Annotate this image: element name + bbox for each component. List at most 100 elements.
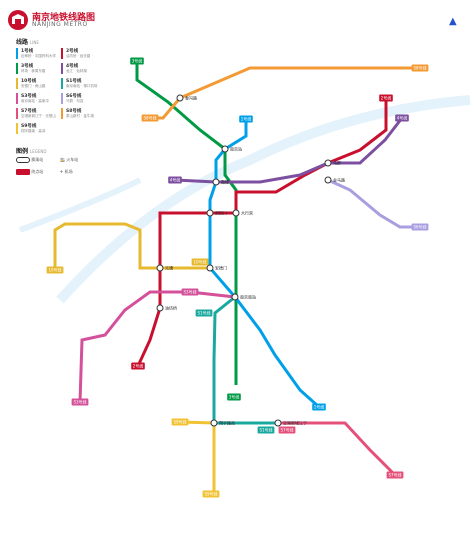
legend-airport: ✈ 机场 [60,169,73,174]
line-color-swatch [16,108,18,119]
line-tag-badge [168,176,182,184]
line-legend-item[interactable]: S7号线空港新城江宁 · 无想山 [16,108,60,119]
line-tag[interactable]: S7号线 [278,426,296,434]
line-tag[interactable]: 1号线 [312,403,326,411]
line-s9-route [179,420,216,494]
transfer-station[interactable]: 翔宇路南 [210,419,235,427]
line-tag-badge [131,362,145,370]
line-legend-desc: 泰山新村 · 金牛湖 [66,114,94,118]
legend-transfer: 换乘站 [16,157,43,163]
line-tag-badge [181,288,199,296]
line-tag[interactable]: 4号线 [395,114,409,122]
line-tag-badge [130,57,144,65]
line-legend-desc: 龙江 · 仙林湖 [66,69,87,73]
transfer-station[interactable]: 油坊桥 [156,304,177,312]
line-legend-name: S6号线 [66,94,82,99]
transfer-station-icon [156,304,164,312]
transfer-station[interactable]: 新街口 [206,209,227,217]
line-tag[interactable]: S1号线 [257,426,275,434]
transfer-station[interactable]: 空港新城江宁 [274,419,307,427]
line-tag[interactable]: 10号线 [191,258,209,266]
transfer-station-icon [176,94,184,102]
line-tag-label: S7号线 [280,427,293,433]
nanjing-metro-logo-icon [8,10,28,30]
line-tag[interactable]: 2号线 [379,94,393,102]
station-label: 南京南站 [240,294,256,300]
line-tag-badge [141,114,159,122]
station-label: 大行宫 [241,210,253,216]
line-tag-badge [171,418,189,426]
transfer-station[interactable]: 南京南站 [231,293,256,301]
line-tag[interactable]: S3号线 [71,398,89,406]
line-tag-label: 4号线 [170,177,181,183]
airport-icon: ✈ [60,169,64,174]
line-tag[interactable]: 1号线 [239,115,253,123]
line-tag[interactable]: S9号线 [202,490,220,498]
line-tag[interactable]: S7号线 [386,471,404,479]
line-tag[interactable]: S8号线 [411,64,429,72]
transfer-station-icon [206,209,214,217]
line-tag[interactable]: S8号线 [141,114,159,122]
line-s1-route [212,295,278,425]
line-tag[interactable]: 3号线 [227,393,241,401]
transfer-station[interactable]: 泰冯路 [176,94,197,102]
transfer-station-icon [212,178,220,186]
line-legend-item[interactable]: S3号线南京南站 · 高家冲 [16,93,60,104]
line-legend-item[interactable]: S6号线马群 · 句容 [61,93,105,104]
line-legend-item[interactable]: 4号线龙江 · 仙林湖 [61,63,105,74]
line-legend-item[interactable]: 3号线林场 · 秣周东路 [16,63,60,74]
line-tag-label: 10号线 [193,259,206,265]
line-tag-label: S1号线 [197,310,210,316]
transfer-station[interactable]: 安德门 [206,264,227,272]
line-legend-desc: 马群 · 句容 [66,99,84,103]
transfer-station-icon [156,264,164,272]
line-tag[interactable]: S3号线 [181,288,199,296]
terminal-station-icon [16,169,30,175]
line-tag-label: S8号线 [143,115,156,121]
line-legend-desc: 迈皋桥 · 中国药科大学 [21,54,56,58]
transfer-station-icon [206,264,214,272]
line-legend-item[interactable]: 1号线迈皋桥 · 中国药科大学 [16,48,60,59]
transfer-station-icon [231,293,239,301]
line-tag[interactable]: S9号线 [171,418,189,426]
station-label: 南京站 [230,146,242,152]
line-legend-item[interactable]: S1号线南京南站 · 禄口机场 [61,78,105,89]
transfer-station[interactable]: 马群 [324,159,341,167]
line-s7-route [278,421,397,477]
line-legend-name: 10号线 [21,79,37,84]
line-tag[interactable]: 3号线 [130,57,144,65]
station-label: 翔宇路南 [219,420,235,426]
line-tag-label: S8号线 [413,65,426,71]
transfer-station[interactable]: 大行宫 [232,209,253,217]
line-tag-badge [386,471,404,479]
line-tag-badge [411,64,429,72]
river-line-2 [18,177,142,233]
line-legend-item[interactable]: S9号线翔宇路南 · 高淳 [16,123,60,134]
line-tag-badge [227,393,241,401]
line-tag-label: 2号线 [381,95,392,101]
line-tag[interactable]: 10号线 [46,266,64,274]
line-color-swatch [61,78,63,89]
line-tag[interactable]: S1号线 [195,309,213,317]
line-legend-item[interactable]: S8号线泰山新村 · 金牛湖 [61,108,105,119]
line-legend-item[interactable]: 2号线油坊桥 · 经天路 [61,48,105,59]
transfer-station-icon [324,176,332,184]
line-tag-label: S3号线 [73,399,86,405]
transfer-station[interactable]: 元通 [156,264,173,272]
transfer-station[interactable]: 鼓楼 [212,178,229,186]
transfer-station[interactable]: 南京站 [221,145,242,153]
line-tag[interactable]: 2号线 [131,362,145,370]
line-tag[interactable]: S6号线 [411,223,429,231]
line-tag-label: 3号线 [132,58,143,64]
line-legend-item[interactable]: 10号线安德门 · 雨山路 [16,78,60,89]
line-color-swatch [16,93,18,104]
line-legend-name: S9号线 [21,124,37,129]
line-tag-badge [395,114,409,122]
station-label: 金马路 [333,177,345,183]
line-tag[interactable]: 4号线 [168,176,182,184]
transfer-station[interactable]: 金马路 [324,176,345,184]
line-2-route [136,98,388,367]
